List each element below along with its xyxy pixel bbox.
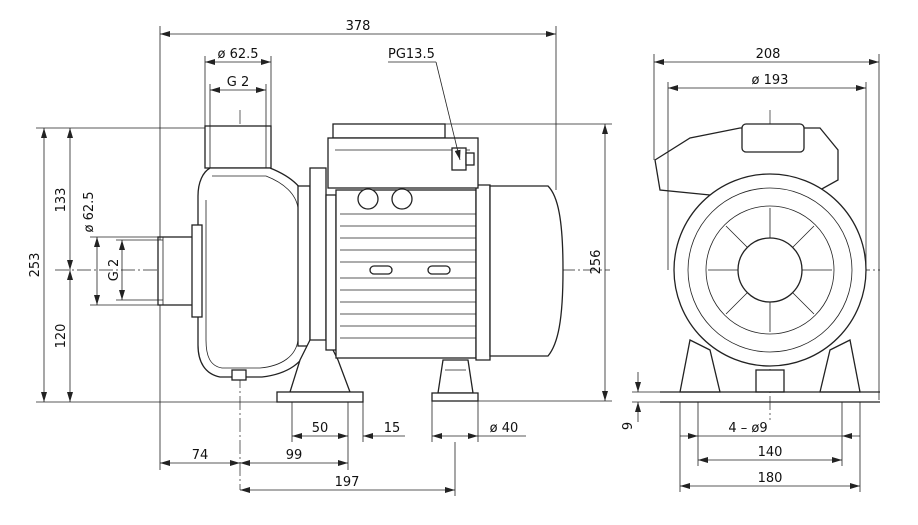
motor-body [335,184,564,361]
dim-base-thickness: 9 [621,422,636,430]
dim-hole-spacing: 140 [758,445,783,460]
dim-foot-width: 15 [384,421,401,436]
motor-foot [431,359,479,402]
dim-inlet-thread: G 2 [107,259,122,281]
volute-casing [197,167,309,381]
dim-overall-height: 253 [28,253,43,278]
dim-lower-height: 120 [54,324,69,349]
dim-upper-height: 133 [54,188,69,213]
inlet-pipe [157,224,203,318]
terminal-box [327,123,479,189]
dim-inlet-to-foot: 99 [286,448,303,463]
dim-outlet-thread: G 2 [227,75,249,90]
outlet-pipe [204,125,272,169]
dim-inlet-diameter: ø 62.5 [82,191,97,232]
dim-outlet-diameter: ø 62.5 [217,47,258,62]
dim-base-width: 180 [758,471,783,486]
dim-inlet-offset: 74 [192,448,209,463]
dim-overall-length: 378 [346,19,371,34]
front-view [55,110,610,490]
dim-support-diameter: ø 40 [490,421,519,436]
pump-bracket [276,167,364,403]
dim-inlet-to-motor-foot: 197 [335,475,360,490]
dim-cable-gland: PG13.5 [388,47,435,62]
dim-motor-height: 256 [589,250,604,275]
dim-foot-spacing: 50 [312,421,329,436]
dimensions: 378 ø 62.5 G 2 PG13.5 253 133 120 ø 62.5 [28,19,880,496]
dim-side-width: 208 [756,47,781,62]
dim-mounting-holes: 4 – ø9 [728,421,767,436]
side-view [654,110,880,420]
dim-side-diameter: ø 193 [752,73,789,88]
